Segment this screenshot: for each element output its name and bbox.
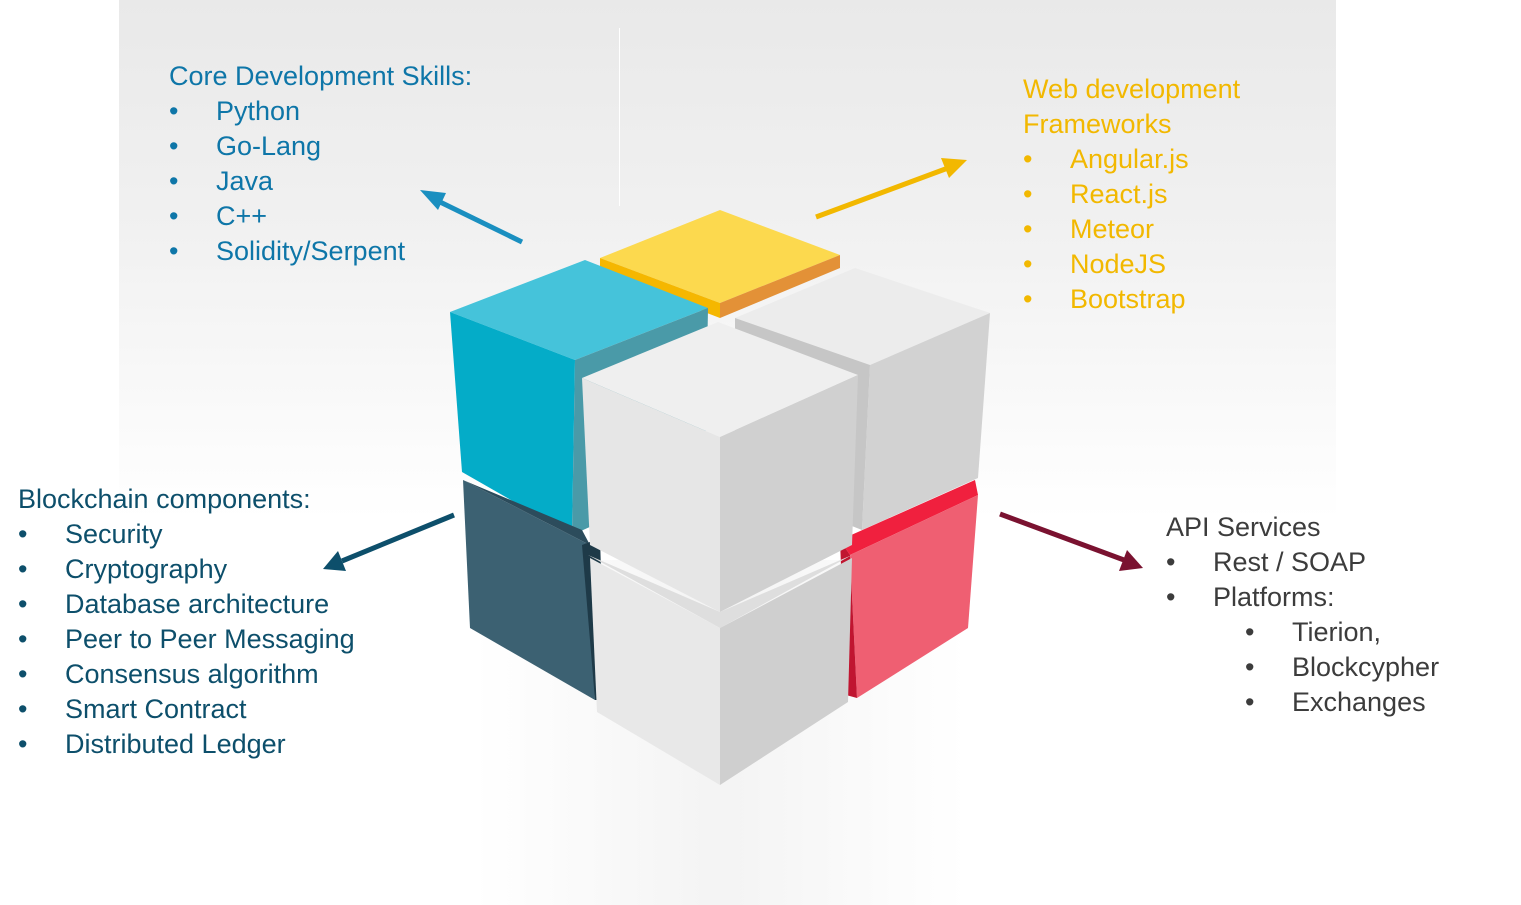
list-item: •Solidity/Serpent <box>169 236 406 266</box>
arrow-core-skills <box>420 190 524 245</box>
api-services-block: API Services •Rest / SOAP •Platforms: •T… <box>1166 510 1439 720</box>
white-cube-front-top <box>582 322 858 612</box>
core-skills-block: Core Development Skills: •Python •Go-Lan… <box>169 59 472 269</box>
list-item: •Consensus algorithm <box>18 659 319 689</box>
arrow-blockchain <box>323 512 455 571</box>
list-item: •Peer to Peer Messaging <box>18 624 355 654</box>
blockchain-components-title: Blockchain components: <box>18 484 311 514</box>
list-item: •C++ <box>169 201 268 231</box>
list-item: •Security <box>18 519 163 549</box>
list-item: •Python <box>169 96 301 126</box>
list-item: •Go-Lang <box>169 131 322 161</box>
web-frameworks-block: Web development Frameworks •Angular.js •… <box>1023 72 1240 317</box>
list-item: •Platforms: <box>1166 582 1335 612</box>
blockchain-components-block: Blockchain components: •Security •Crypto… <box>18 482 355 762</box>
web-frameworks-title-line1: Web development <box>1023 74 1241 104</box>
web-frameworks-title-line2: Frameworks <box>1023 109 1172 139</box>
list-item: •Java <box>169 166 274 196</box>
list-item: •Rest / SOAP <box>1166 547 1367 577</box>
list-item: •Angular.js <box>1023 144 1189 174</box>
platform-item: •Blockcypher <box>1245 652 1440 682</box>
list-item: •Smart Contract <box>18 694 247 724</box>
list-item: •NodeJS <box>1023 249 1167 279</box>
list-item: •Cryptography <box>18 554 228 584</box>
list-item: •Meteor <box>1023 214 1155 244</box>
white-cube-front-bottom <box>588 555 852 785</box>
arrow-api-services <box>999 511 1143 571</box>
list-item: •Distributed Ledger <box>18 729 286 759</box>
arrow-web-frameworks <box>815 158 967 220</box>
list-item: •React.js <box>1023 179 1168 209</box>
list-item: •Bootstrap <box>1023 284 1186 314</box>
api-services-list: •Rest / SOAP •Platforms: •Tierion, •Bloc… <box>1166 545 1439 720</box>
web-frameworks-list: •Angular.js •React.js •Meteor •NodeJS •B… <box>1023 142 1240 317</box>
core-skills-title: Core Development Skills: <box>169 61 473 91</box>
list-item: •Database architecture <box>18 589 330 619</box>
blockchain-components-list: •Security •Cryptography •Database archit… <box>18 517 355 762</box>
core-skills-list: •Python •Go-Lang •Java •C++ •Solidity/Se… <box>169 94 472 269</box>
divider-line <box>619 28 620 206</box>
api-services-title: API Services <box>1166 512 1321 542</box>
platform-item: •Exchanges <box>1245 687 1426 717</box>
platform-item: •Tierion, <box>1245 617 1382 647</box>
